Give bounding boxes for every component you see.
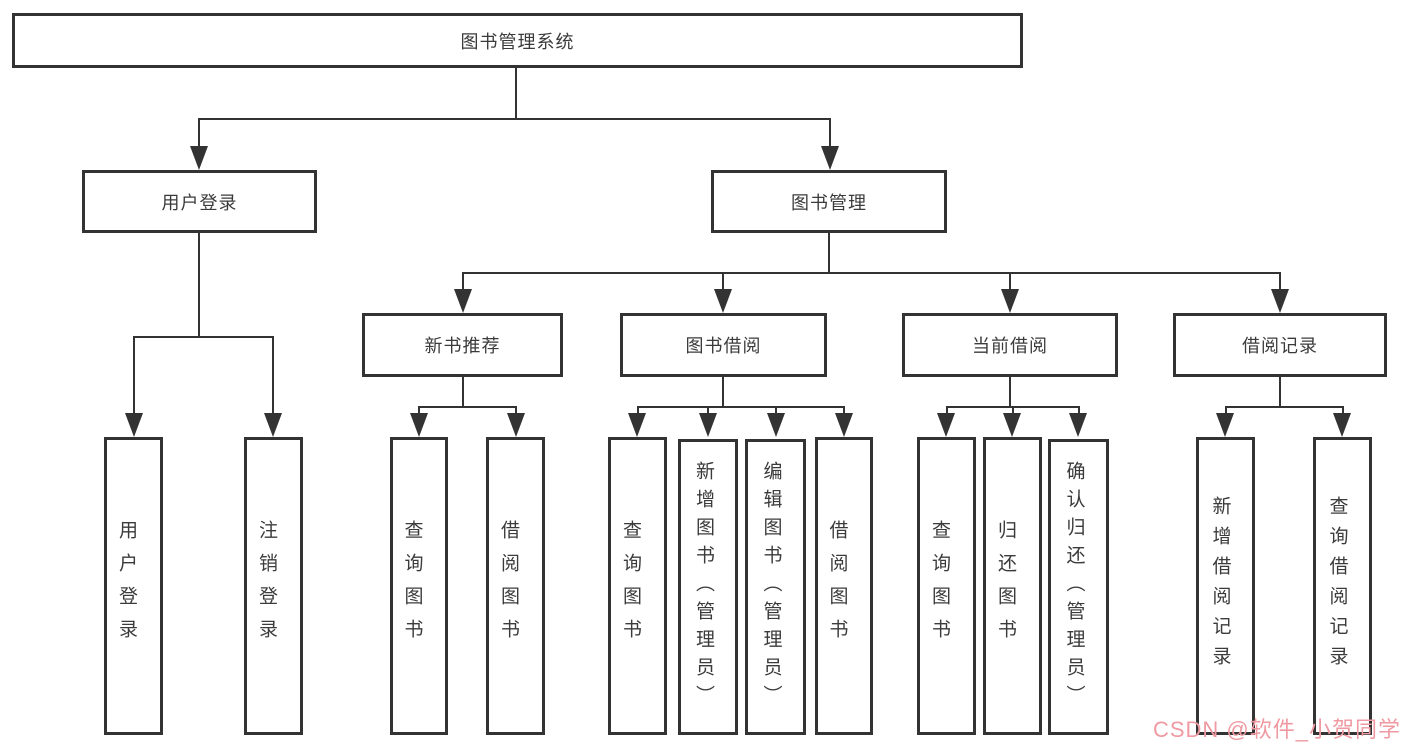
arrow-down-icon [264,413,282,437]
node-new-book-recommendation-label: 新书推荐 [424,336,501,356]
node-current-borrowing: 当前借阅 [902,313,1118,377]
connector-line [1225,406,1227,415]
node-book-borrowing-label: 图书借阅 [685,336,762,356]
leaf-bb-borrow-books: 借阅图书 [815,437,873,735]
connector-line [843,406,845,415]
node-new-book-recommendation: 新书推荐 [362,313,563,377]
leaf-bb-borrow-books-label: 借阅图书 [826,520,848,652]
connector-line [133,336,135,415]
connector-line [637,406,639,415]
arrow-down-icon [937,413,955,437]
arrow-down-icon [410,413,428,437]
leaf-bb-edit-books-admin: 编辑图书（管理员） [745,439,806,735]
connector-line [198,118,831,120]
arrow-down-icon [1216,413,1234,437]
connector-line [707,406,709,415]
connector-line [133,336,274,338]
csdn-watermark: CSDN @软件_小贺同学 [1152,717,1401,742]
leaf-cb-query-books-label: 查询图书 [929,520,950,652]
leaf-logout: 注销登录 [244,437,303,735]
connector-line [637,406,845,408]
arrow-down-icon [454,289,472,313]
connector-line [1009,272,1011,292]
leaf-rec-query-books: 查询图书 [390,437,448,735]
connector-line [1012,406,1014,415]
connector-line [946,406,948,415]
leaf-cb-confirm-return-admin-label: 确认归还（管理员） [1063,461,1085,713]
arrow-down-icon [1271,289,1289,313]
leaf-rec-query-books-label: 查询图书 [401,520,423,652]
leaf-rec-borrow-books: 借阅图书 [486,437,545,735]
leaf-br-add-record: 新增借阅记录 [1196,437,1255,735]
leaf-cb-query-books: 查询图书 [917,437,976,735]
connector-line [418,406,420,415]
connector-line [418,406,517,408]
connector-line [462,272,464,292]
node-book-borrowing: 图书借阅 [620,313,827,377]
leaf-bb-add-books-admin-label: 新增图书（管理员） [693,461,714,713]
connector-line [462,377,464,407]
arrow-down-icon [125,413,143,437]
arrow-down-icon [699,413,717,437]
arrow-down-icon [767,413,785,437]
connector-line [1279,272,1281,292]
arrow-down-icon [821,146,839,170]
arrow-down-icon [1001,289,1019,313]
leaf-br-query-record: 查询借阅记录 [1313,437,1372,735]
leaf-cb-confirm-return-admin: 确认归还（管理员） [1048,439,1109,735]
connector-line [722,272,724,292]
node-root-label: 图书管理系统 [460,31,575,52]
leaf-bb-query-books: 查询图书 [608,437,667,735]
leaf-cb-return-books-label: 归还图书 [995,520,1016,652]
arrow-down-icon [1003,413,1021,437]
connector-line [1078,406,1080,415]
node-book-management-label: 图书管理 [791,192,867,213]
connector-line [515,68,517,119]
arrow-down-icon [714,289,732,313]
arrow-down-icon [1069,413,1087,437]
node-user-login-label: 用户登录 [161,192,238,213]
connector-line [828,233,830,274]
node-user-login: 用户登录 [82,170,317,233]
node-borrowing-records: 借阅记录 [1173,313,1387,377]
leaf-br-add-record-label: 新增借阅记录 [1209,496,1231,676]
connector-line [775,406,777,415]
connector-line [462,272,1281,274]
connector-line [722,377,724,407]
connector-line [829,118,831,148]
arrow-down-icon [835,413,853,437]
leaf-user-login: 用户登录 [104,437,163,735]
node-book-management: 图书管理 [711,170,947,233]
arrow-down-icon [628,413,646,437]
leaf-bb-add-books-admin: 新增图书（管理员） [678,439,738,735]
arrow-down-icon [190,146,208,170]
leaf-bb-query-books-label: 查询图书 [620,520,641,652]
arrow-down-icon [1333,413,1351,437]
connector-line [515,406,517,415]
leaf-user-login-label: 用户登录 [116,520,137,652]
node-root: 图书管理系统 [12,13,1023,68]
arrow-down-icon [507,413,525,437]
connector-line [272,336,274,415]
connector-line [1342,406,1344,415]
connector-line [1225,406,1344,408]
connector-line [1279,377,1281,407]
connector-line [198,233,200,337]
connector-line [198,118,200,148]
leaf-logout-label: 注销登录 [256,520,277,652]
leaf-rec-borrow-books-label: 借阅图书 [498,520,519,652]
leaf-br-query-record-label: 查询借阅记录 [1326,496,1348,676]
leaf-cb-return-books: 归还图书 [983,437,1042,735]
leaf-bb-edit-books-admin-label: 编辑图书（管理员） [760,461,782,713]
node-current-borrowing-label: 当前借阅 [972,336,1048,356]
connector-line [1009,377,1011,407]
node-borrowing-records-label: 借阅记录 [1242,336,1318,356]
